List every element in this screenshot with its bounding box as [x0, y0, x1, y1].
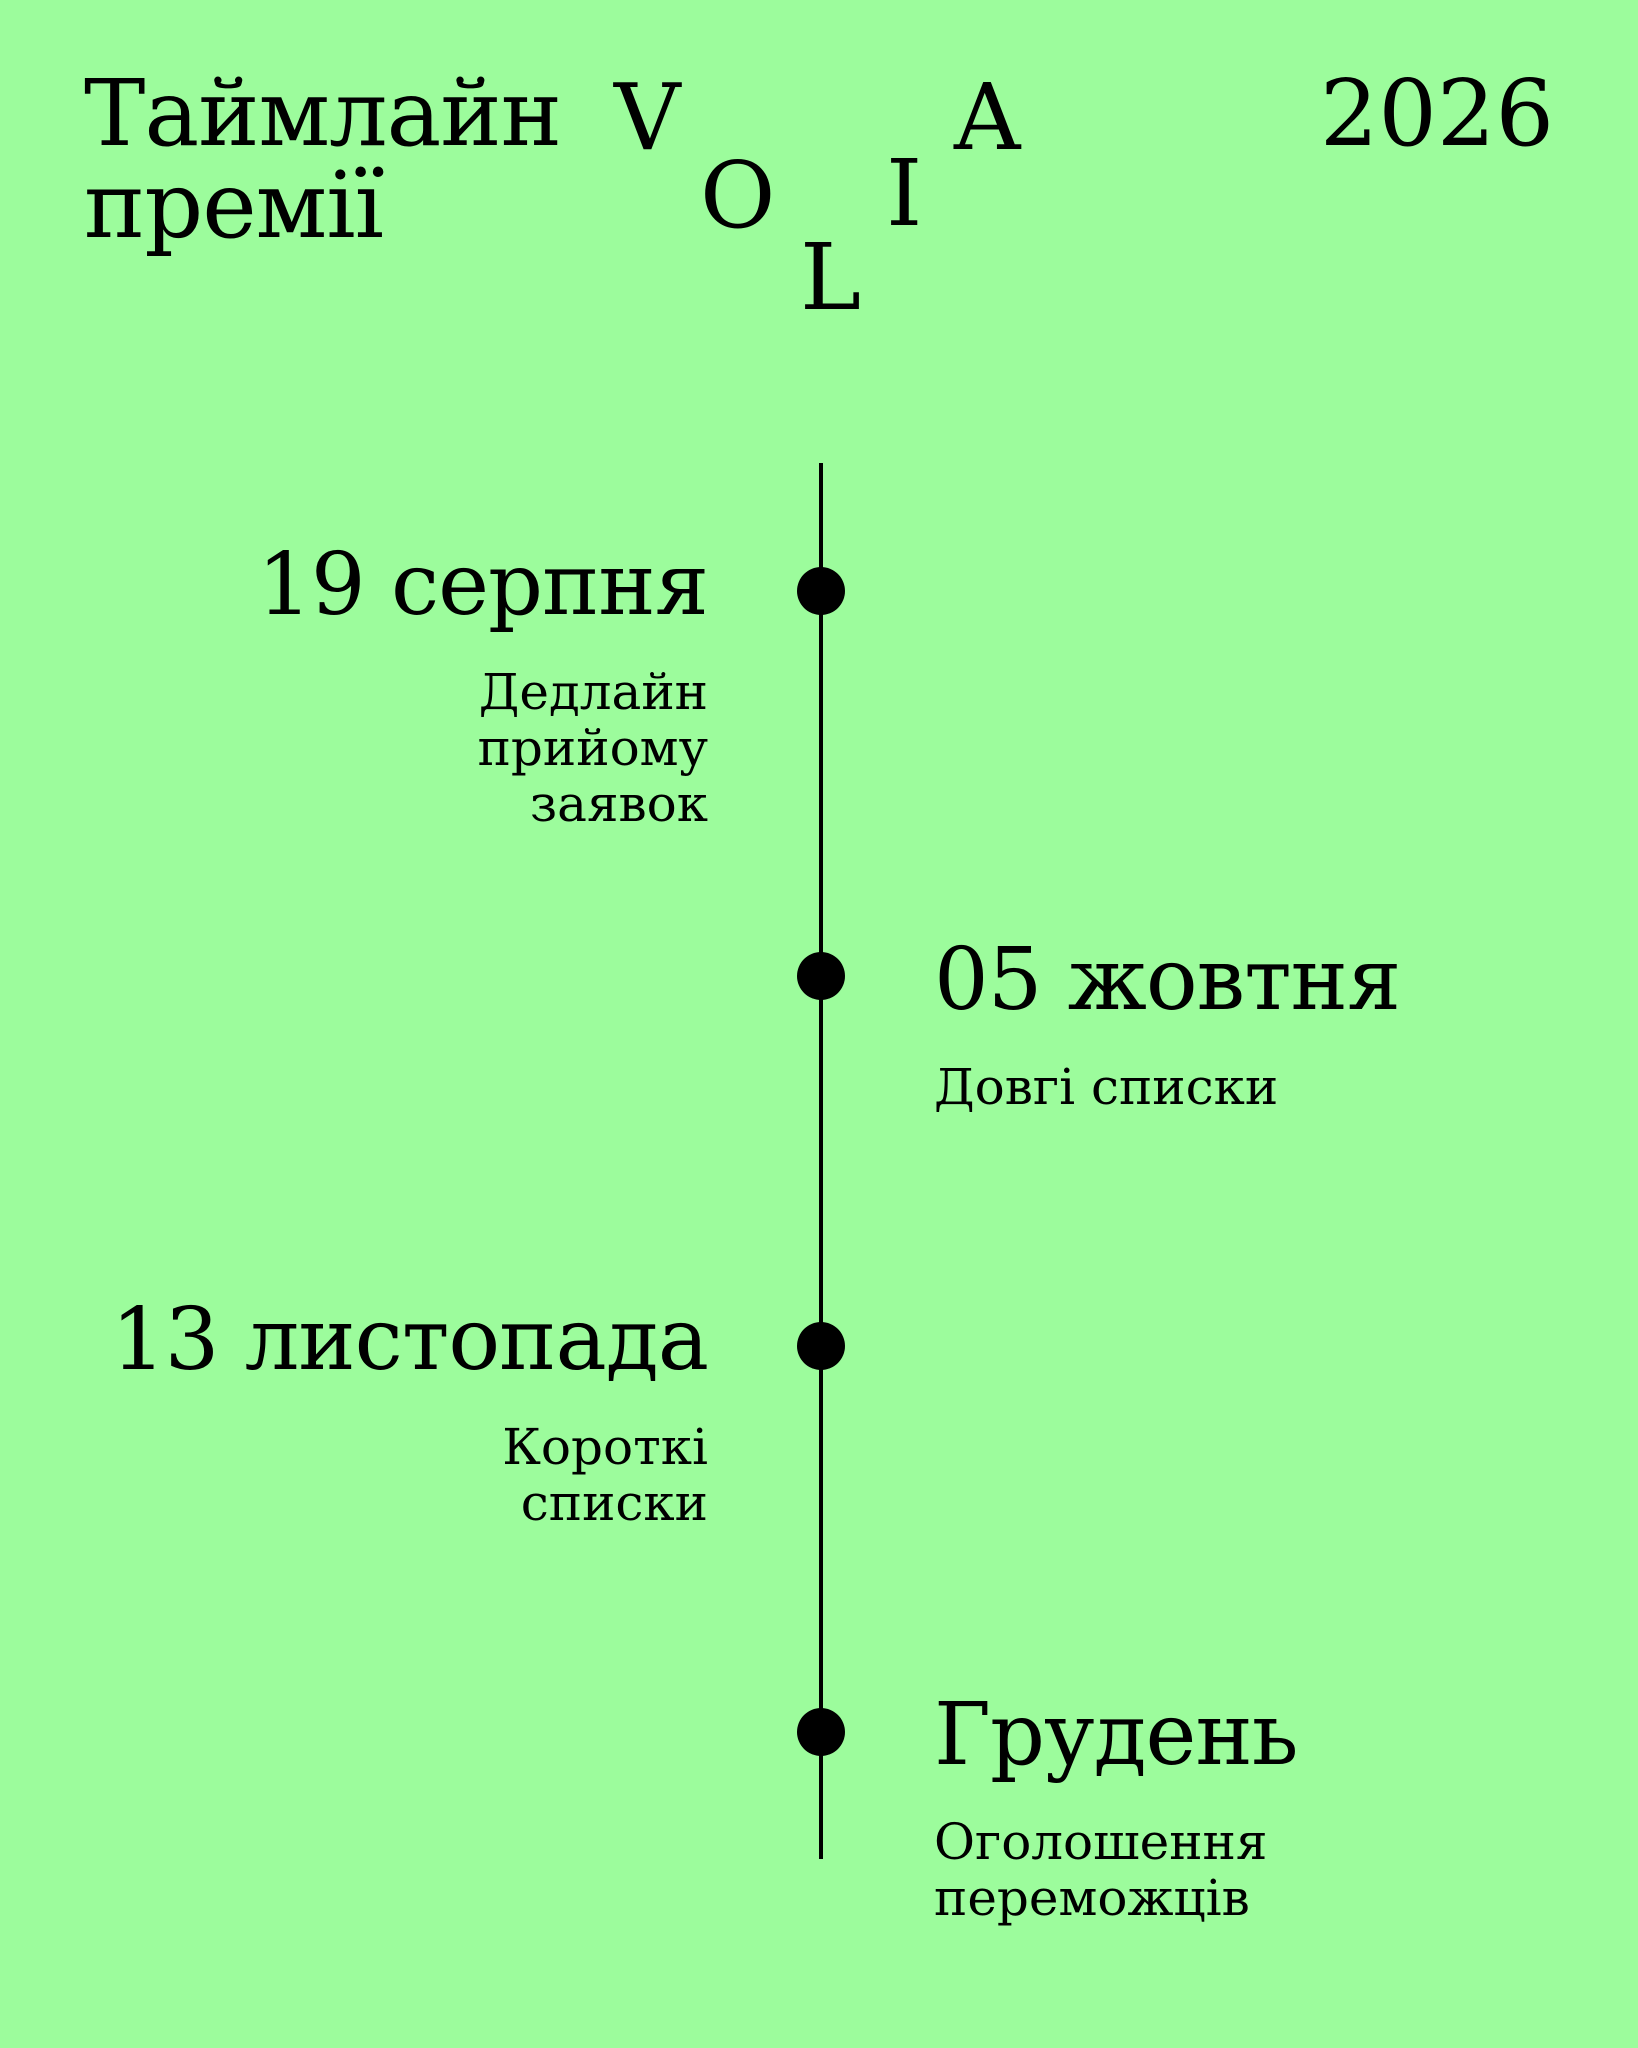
- timeline-axis: [819, 463, 823, 1859]
- event-description: Дедлайн прийому заявок: [477, 663, 708, 833]
- page-title: Таймлайн премії: [84, 60, 562, 259]
- event-date: 13 листопада: [110, 1290, 709, 1390]
- timeline-event-1: 19 серпня Дедлайн прийому заявок: [257, 535, 709, 833]
- logo-letter-i: I: [886, 140, 923, 247]
- timeline-event-3: 13 листопада Короткі списки: [110, 1290, 709, 1532]
- event-date: Грудень: [934, 1685, 1299, 1785]
- timeline-dot-1: [797, 567, 845, 615]
- event-description: Короткі списки: [502, 1418, 708, 1532]
- timeline-dot-2: [797, 952, 845, 1000]
- title-line-1: Таймлайн: [84, 60, 562, 167]
- event-description: Оголошення переможців: [934, 1813, 1268, 1927]
- timeline-dot-4: [797, 1708, 845, 1756]
- timeline-dot-3: [797, 1322, 845, 1370]
- logo-letter-o: O: [700, 142, 776, 249]
- title-line-2: премії: [84, 152, 384, 259]
- event-date: 05 жовтня: [934, 930, 1401, 1030]
- logo-letter-v: V: [614, 64, 681, 171]
- timeline-event-2: 05 жовтня Довгі списки: [934, 930, 1401, 1116]
- event-date: 19 серпня: [257, 535, 709, 635]
- timeline-event-4: Грудень Оголошення переможців: [934, 1685, 1299, 1927]
- logo-letter-l: L: [800, 224, 862, 331]
- event-description: Довгі списки: [934, 1058, 1279, 1116]
- year-label: 2026: [1319, 60, 1554, 167]
- logo-letter-a: A: [954, 64, 1021, 171]
